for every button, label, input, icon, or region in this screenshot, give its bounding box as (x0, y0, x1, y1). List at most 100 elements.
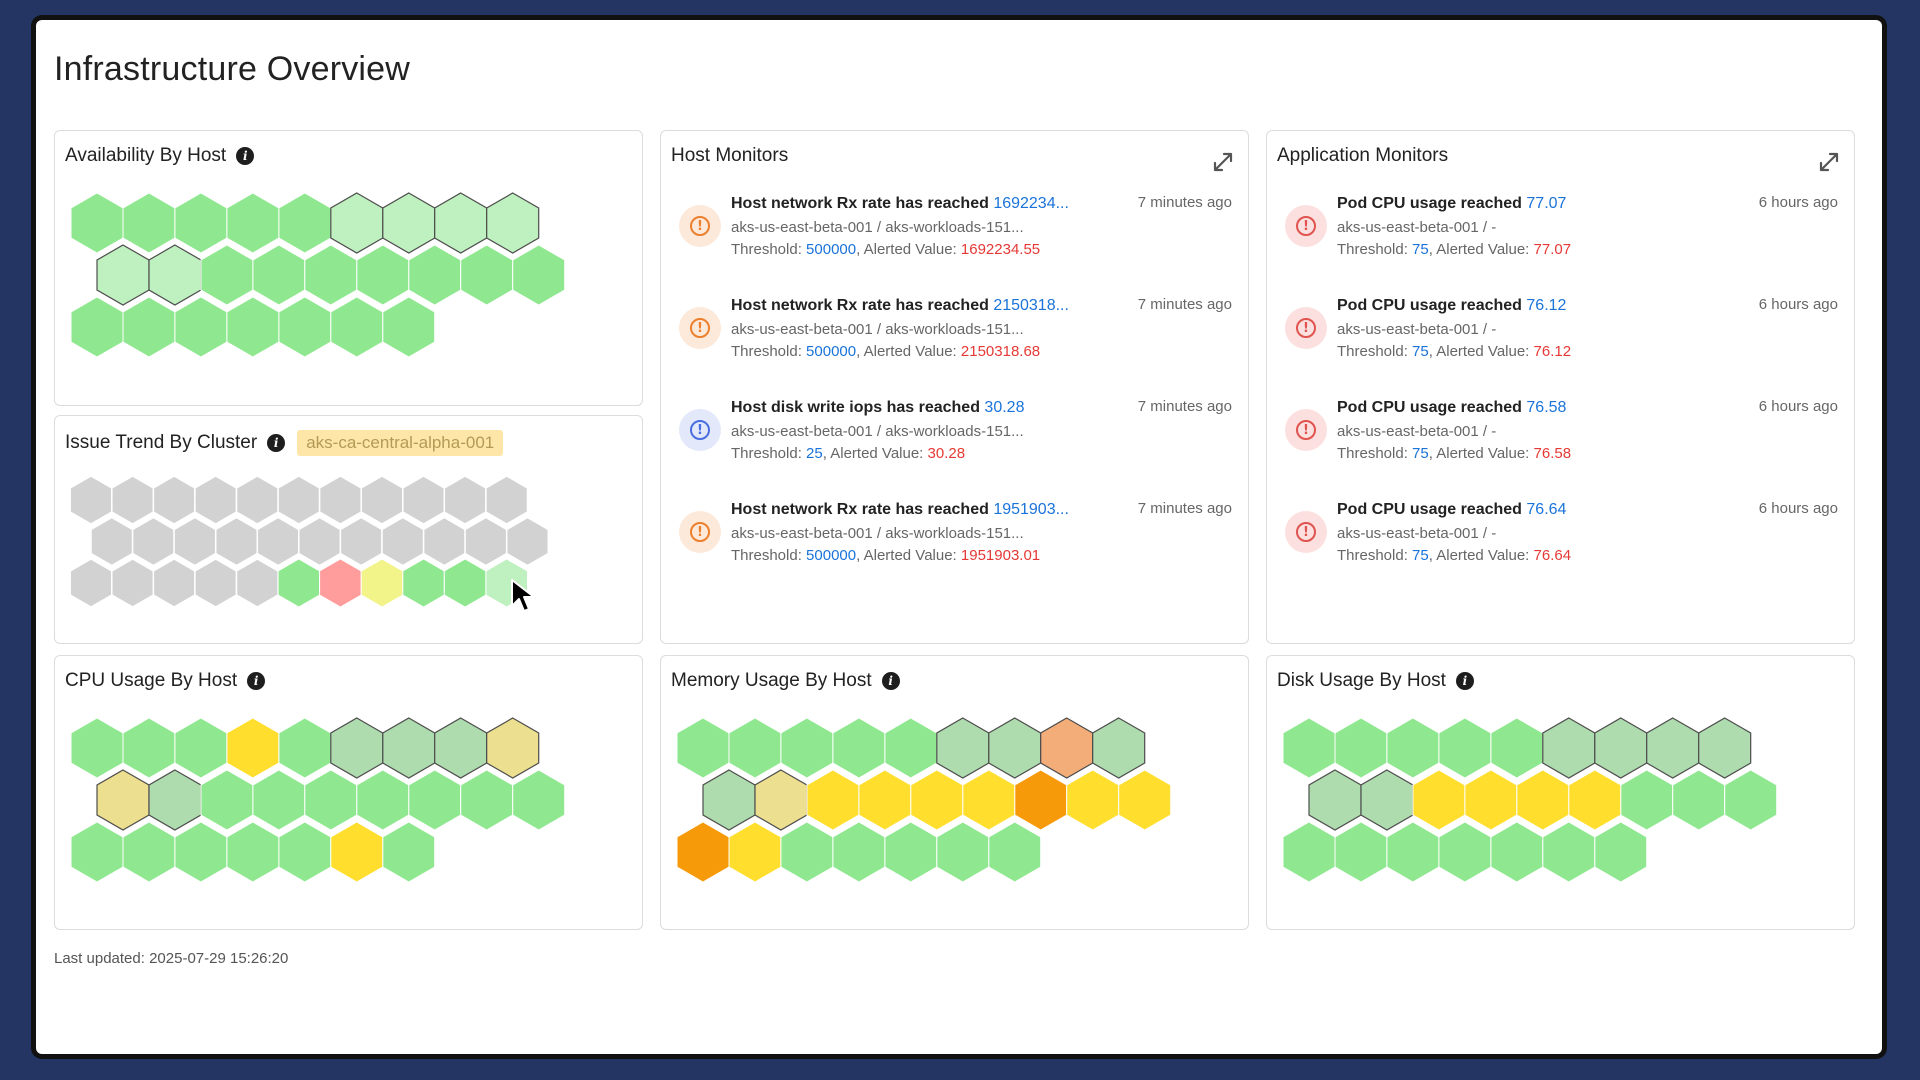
host-hex-cell[interactable] (884, 717, 938, 779)
host-hex-cell[interactable] (96, 769, 150, 831)
host-hex-cell[interactable] (1490, 717, 1544, 779)
host-hex-cell[interactable] (235, 475, 279, 525)
expand-icon[interactable] (1818, 151, 1840, 173)
host-hex-cell[interactable] (70, 296, 124, 358)
host-hex-cell[interactable] (200, 244, 254, 306)
host-hex-cell[interactable] (1308, 769, 1362, 831)
host-hex-cell[interactable] (226, 296, 280, 358)
expand-icon[interactable] (1212, 151, 1234, 173)
host-hex-cell[interactable] (111, 558, 155, 608)
host-hex-cell[interactable] (1672, 769, 1726, 831)
host-hex-cell[interactable] (131, 516, 175, 567)
host-hex-cell[interactable] (1620, 769, 1674, 831)
host-hex-cell[interactable] (884, 821, 938, 883)
host-hex-cell[interactable] (304, 769, 358, 831)
host-hex-cell[interactable] (256, 516, 300, 567)
host-hex-cell[interactable] (277, 475, 321, 525)
host-hex-cell[interactable] (1334, 717, 1388, 779)
info-icon[interactable]: i (236, 147, 255, 165)
host-hex-cell[interactable] (298, 516, 342, 567)
host-hex-cell[interactable] (152, 475, 196, 525)
host-hex-cell[interactable] (360, 475, 404, 525)
host-hex-cell[interactable] (330, 296, 384, 358)
host-hex-cell[interactable] (278, 192, 332, 254)
host-hex-cell[interactable] (728, 717, 782, 779)
host-hex-cell[interactable] (408, 769, 462, 831)
host-hex-cell[interactable] (96, 244, 150, 306)
host-hex-cell[interactable] (148, 769, 202, 831)
host-hex-cell[interactable] (111, 475, 155, 525)
host-hex-cell[interactable] (252, 244, 306, 306)
host-hex-cell[interactable] (1386, 821, 1440, 883)
host-hex-cell[interactable] (1568, 769, 1622, 831)
host-hex-cell[interactable] (1014, 769, 1068, 831)
host-hex-cell[interactable] (728, 821, 782, 883)
host-hex-cell[interactable] (754, 769, 808, 831)
host-hex-cell[interactable] (356, 769, 410, 831)
info-icon[interactable]: i (1455, 672, 1474, 690)
host-hex-cell[interactable] (278, 717, 332, 779)
host-hex-cell[interactable] (443, 475, 487, 525)
host-hex-cell[interactable] (382, 821, 436, 883)
host-hex-cell[interactable] (858, 769, 912, 831)
host-hex-cell[interactable] (936, 821, 990, 883)
host-hex-cell[interactable] (806, 769, 860, 831)
host-hex-cell[interactable] (339, 516, 383, 567)
info-icon[interactable]: i (247, 672, 266, 690)
host-hex-cell[interactable] (1334, 821, 1388, 883)
host-hex-cell[interactable] (277, 558, 321, 608)
host-hex-cell[interactable] (122, 296, 176, 358)
host-hex-cell[interactable] (485, 558, 528, 608)
host-hex-cell[interactable] (1542, 717, 1596, 779)
host-hex-cell[interactable] (90, 516, 134, 567)
host-hex-cell[interactable] (330, 192, 384, 254)
host-hex-cell[interactable] (226, 717, 280, 779)
host-hex-cell[interactable] (464, 516, 508, 567)
host-hex-cell[interactable] (278, 821, 332, 883)
host-hex-cell[interactable] (69, 475, 113, 525)
info-icon[interactable]: i (881, 672, 900, 690)
host-hex-cell[interactable] (988, 717, 1042, 779)
host-hex-cell[interactable] (832, 717, 886, 779)
host-hex-cell[interactable] (174, 192, 228, 254)
host-hex-cell[interactable] (173, 516, 217, 567)
cluster-tag[interactable]: aks-ca-central-alpha-001 (297, 430, 504, 456)
host-hex-cell[interactable] (434, 192, 488, 254)
host-hex-cell[interactable] (402, 558, 445, 608)
host-hex-cell[interactable] (330, 717, 384, 779)
host-hex-cell[interactable] (1646, 717, 1700, 779)
host-hex-cell[interactable] (443, 558, 487, 608)
host-hex-cell[interactable] (152, 558, 196, 608)
host-hex-cell[interactable] (512, 244, 566, 306)
host-hex-cell[interactable] (832, 821, 886, 883)
host-hex-cell[interactable] (1724, 769, 1778, 831)
host-hex-cell[interactable] (422, 516, 466, 567)
host-hex-cell[interactable] (382, 192, 436, 254)
host-hex-cell[interactable] (356, 244, 410, 306)
host-hex-cell[interactable] (780, 821, 834, 883)
host-hex-cell[interactable] (1516, 769, 1570, 831)
host-hex-cell[interactable] (200, 769, 254, 831)
host-hex-cell[interactable] (252, 769, 306, 831)
host-hex-cell[interactable] (485, 475, 529, 525)
host-hex-cell[interactable] (505, 516, 550, 567)
host-hex-cell[interactable] (318, 475, 362, 525)
host-hex-cell[interactable] (1282, 717, 1336, 779)
host-hex-cell[interactable] (122, 717, 176, 779)
host-hex-cell[interactable] (1594, 717, 1648, 779)
host-hex-cell[interactable] (1092, 717, 1146, 779)
host-hex-cell[interactable] (460, 244, 514, 306)
host-hex-cell[interactable] (962, 769, 1016, 831)
host-hex-cell[interactable] (1282, 821, 1336, 883)
host-hex-cell[interactable] (676, 717, 730, 779)
host-hex-cell[interactable] (702, 769, 756, 831)
host-hex-cell[interactable] (122, 821, 176, 883)
host-hex-cell[interactable] (194, 558, 238, 608)
host-hex-cell[interactable] (1412, 769, 1466, 831)
host-hex-cell[interactable] (360, 558, 404, 608)
